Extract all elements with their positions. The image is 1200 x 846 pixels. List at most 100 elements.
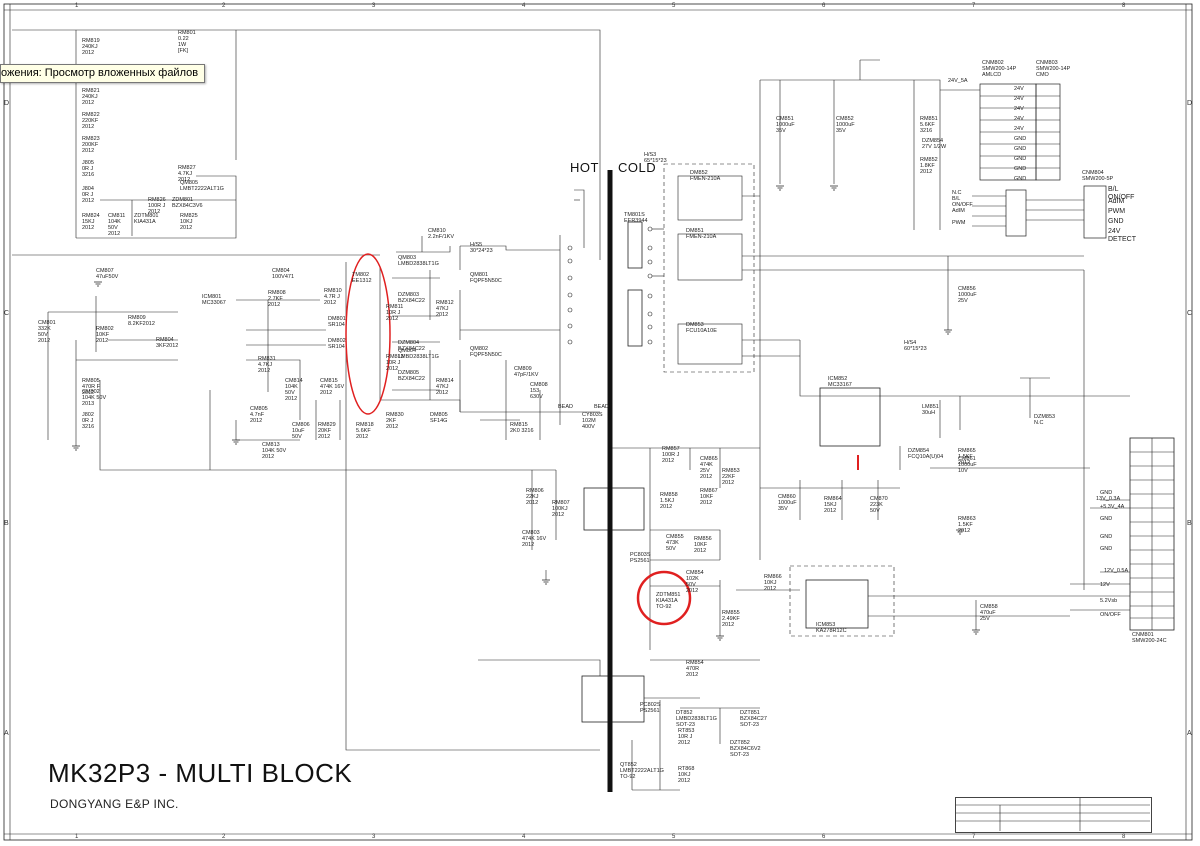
cnm802-pin-label: GND	[1014, 146, 1027, 152]
cnm801-pin-label: +5.3V_4A	[1100, 504, 1125, 510]
company-name: DONGYANG E&P INC.	[50, 797, 179, 811]
highlight-circle-zdtm851	[636, 570, 692, 626]
column-number-top: 4	[522, 3, 526, 9]
component-label-v13_03a: 13V_0.3A	[1096, 496, 1121, 502]
column-number-top: 2	[222, 3, 226, 9]
component-label-bead2: BEAD	[594, 404, 609, 410]
cnm802-pin-label: GND	[1014, 166, 1027, 172]
column-number-bottom: 5	[672, 834, 676, 840]
cnm802-pin-label: 24V	[1014, 116, 1024, 122]
cnm801-pin-label: ON/OFF	[1100, 612, 1121, 618]
cnm802-pin-label: 24V	[1014, 86, 1024, 92]
hot-side-label: HOT	[570, 160, 599, 175]
column-number-top: 6	[822, 3, 826, 9]
schematic-title: MK32P3 - MULTI BLOCK	[48, 758, 353, 788]
column-number-bottom: 8	[1122, 834, 1126, 840]
column-number-bottom: 7	[972, 834, 976, 840]
column-number-top: 8	[1122, 3, 1126, 9]
cnm801-pin-label: GND	[1100, 546, 1113, 552]
cnm801-pin-label: 12V	[1100, 582, 1110, 588]
title-block	[955, 797, 1152, 833]
column-number-bottom: 4	[522, 834, 526, 840]
cnm802-pin-label: 24V	[1014, 96, 1024, 102]
component-label-v12_05a: 12V_0.5A	[1104, 568, 1129, 574]
control-signal-label: N.C	[952, 190, 962, 196]
cnm801-pin-label: GND	[1100, 534, 1113, 540]
component-label-v24_5a: 24V_5A	[948, 78, 968, 84]
row-letter-left: B	[4, 520, 9, 527]
row-letter-right: A	[1187, 730, 1192, 737]
control-signal-label: AdIM	[952, 208, 965, 214]
cnm804-pin-label: AdIM	[1108, 198, 1125, 205]
